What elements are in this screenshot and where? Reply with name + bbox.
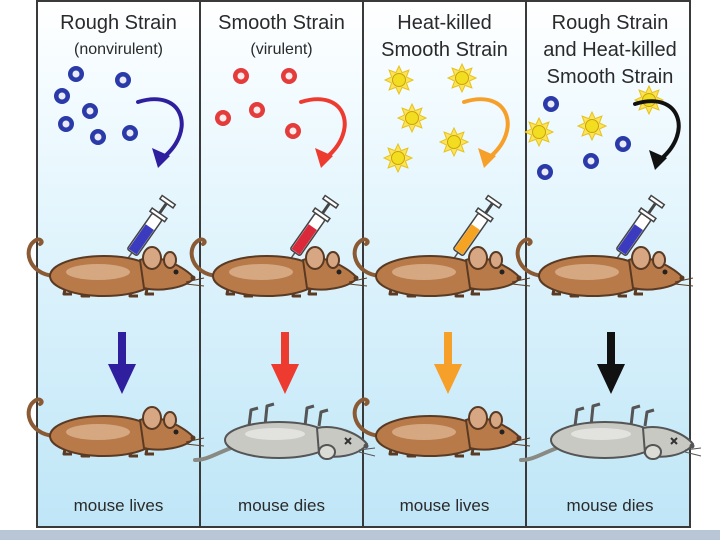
syringe-icon [123, 194, 177, 265]
syringe-icon [612, 194, 666, 265]
injected-mouse [189, 237, 368, 298]
injection-curve-arrow [633, 99, 681, 170]
rough-bacterium [543, 96, 559, 112]
outcome-caption: mouse lives [399, 496, 490, 515]
panel-title-line: (virulent) [250, 41, 313, 58]
panel-illustration [26, 66, 205, 458]
panel-illustration [352, 62, 531, 458]
heat-killed-bacterium [383, 64, 415, 96]
outcome-arrow [597, 332, 625, 394]
rough-bacterium [82, 103, 98, 119]
panel-title-line: Rough Strain [551, 12, 669, 34]
heat-killed-bacterium [523, 116, 555, 148]
heat-killed-bacterium [576, 110, 608, 142]
rough-bacterium [583, 153, 599, 169]
outcome-arrow [108, 332, 136, 394]
smooth-bacterium [215, 110, 231, 126]
outcome-caption: mouse lives [73, 496, 164, 515]
rough-bacterium [115, 72, 131, 88]
injected-mouse [26, 237, 205, 298]
panel-smooth: Smooth Strain (virulent) mouse dies [189, 2, 376, 526]
slide-bottom-strip [0, 530, 720, 540]
panel-title-line: Smooth Strain [218, 12, 345, 34]
panel-illustration [189, 68, 376, 462]
panel-illustration [515, 84, 702, 462]
heat-killed-bacterium [446, 62, 478, 94]
smooth-bacterium [233, 68, 249, 84]
heat-killed-bacterium [438, 126, 470, 158]
smooth-bacterium [249, 102, 265, 118]
smooth-bacterium [281, 68, 297, 84]
injection-curve-arrow [462, 97, 510, 168]
panel-title-line: Smooth Strain [381, 39, 508, 61]
outcome-caption: mouse dies [238, 496, 325, 515]
heat-killed-bacterium [382, 142, 414, 174]
syringe-icon [286, 194, 340, 265]
injected-mouse [515, 237, 694, 298]
injected-mouse [352, 237, 531, 298]
griffith-experiment-diagram: Rough Strain (nonvirulent) mouse lives Smoo… [26, 0, 702, 528]
rough-bacterium [122, 125, 138, 141]
result-mouse-alive [352, 397, 531, 458]
outcome-arrow [434, 332, 462, 394]
injection-curve-arrow [299, 97, 347, 168]
result-mouse-alive [26, 397, 205, 458]
rough-bacterium [537, 164, 553, 180]
panel-title-line: Smooth Strain [546, 66, 674, 88]
rough-bacterium [68, 66, 84, 82]
outcome-caption: mouse dies [566, 496, 654, 515]
rough-bacterium [615, 136, 631, 152]
panel-title-line: Rough Strain [60, 12, 177, 34]
syringe-icon [449, 194, 503, 265]
panel-rough: Rough Strain (nonvirulent) mouse lives [26, 2, 205, 526]
panel-title-line: and Heat-killed [543, 39, 677, 61]
smooth-bacterium [285, 123, 301, 139]
injection-curve-arrow [136, 97, 184, 168]
rough-bacterium [58, 116, 74, 132]
heat-killed-bacterium [396, 102, 428, 134]
panel-title-line: Heat-killed [397, 12, 492, 34]
result-mouse-dead [193, 402, 376, 462]
outcome-arrow [271, 332, 299, 394]
result-mouse-dead [519, 402, 702, 462]
rough-bacterium [54, 88, 70, 104]
rough-bacterium [90, 129, 106, 145]
panel-title-line: (nonvirulent) [74, 41, 163, 58]
